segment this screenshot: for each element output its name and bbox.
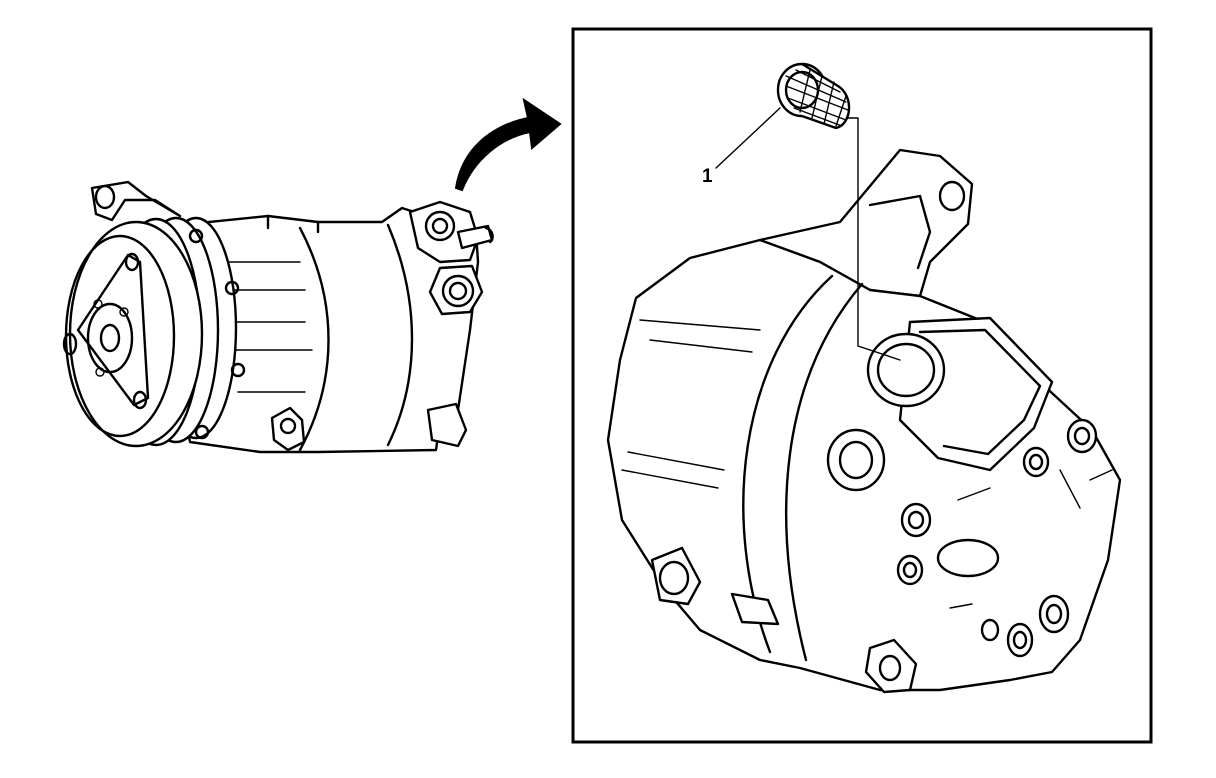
callout-label: 1 — [702, 166, 713, 187]
compressor-overview-icon — [62, 180, 494, 454]
leader-line — [847, 117, 901, 361]
compressor-rear-detail-icon — [606, 148, 1122, 694]
callout-1: 1 — [702, 107, 781, 187]
coil-spring-screen-icon — [776, 62, 851, 130]
curved-arrow-icon — [454, 97, 562, 192]
